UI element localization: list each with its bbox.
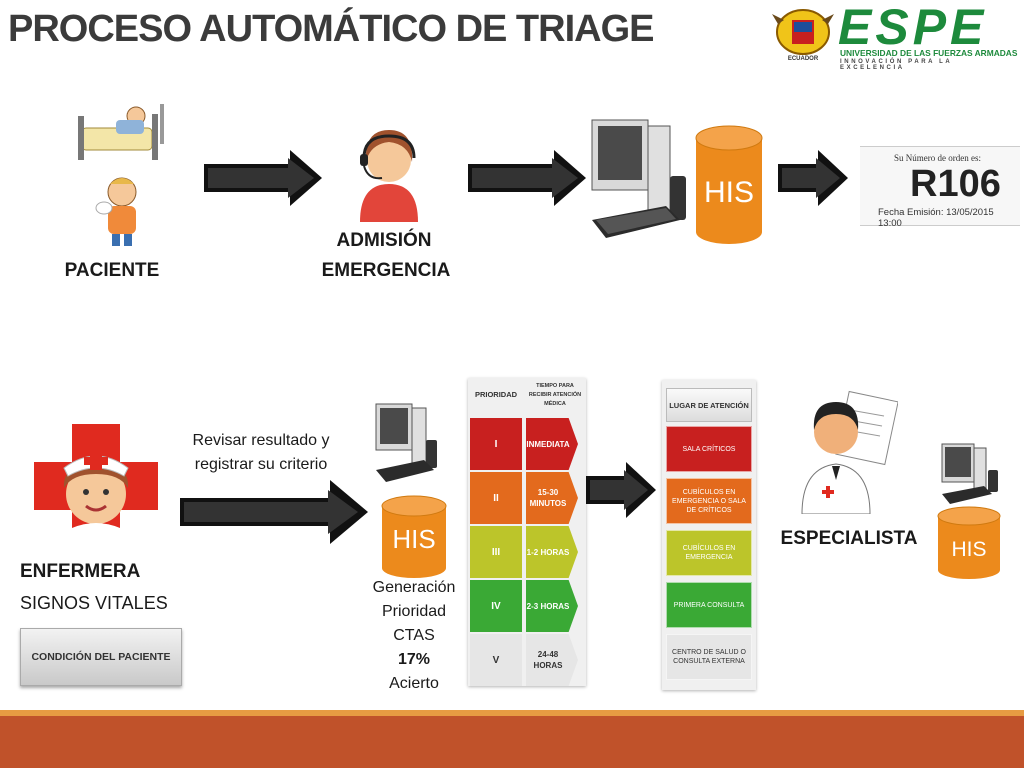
ctas-level-cell: III (470, 526, 522, 578)
condicion-paciente-label: CONDICIÓN DEL PACIENTE (31, 651, 171, 663)
logo-name: ESPE (838, 0, 988, 55)
lugar-cell: CUBÍCULOS EN EMERGENCIA (666, 530, 752, 576)
admision-label-line1: ADMISIÓN (336, 230, 432, 251)
admision-label-line2: EMERGENCIA (321, 260, 451, 281)
lugar-cell: SALA CRÍTICOS (666, 426, 752, 472)
generacion-text-line5: Acierto (389, 675, 439, 692)
ctas-time-cell: 1-2 HORAS (526, 526, 578, 578)
lugar-cell: CUBÍCULOS EN EMERGENCIA O SALA DE CRÍTIC… (666, 478, 752, 524)
his-label: HIS (392, 524, 436, 554)
lugar-atencion-table: LUGAR DE ATENCIÓN SALA CRÍTICOS CUBÍCULOS… (662, 380, 756, 690)
lugar-cell: CENTRO DE SALUD O CONSULTA EXTERNA (666, 634, 752, 680)
ticket-number: R106 (910, 163, 1001, 205)
page-title: PROCESO AUTOMÁTICO DE TRIAGE (8, 8, 654, 50)
ctas-header-time: TIEMPO PARA RECIBIR ATENCIÓN MÉDICA (528, 383, 582, 407)
espe-seal-icon (772, 9, 834, 55)
arrow-right-icon (778, 150, 848, 206)
receptionist-icon (360, 130, 418, 222)
revisar-text-line1: Revisar resultado y (192, 432, 330, 449)
ctas-level-cell: II (470, 472, 522, 524)
ctas-level-cell: V (470, 634, 522, 686)
lugar-cell: PRIMERA CONSULTA (666, 582, 752, 628)
arrow-right-icon (180, 480, 368, 544)
signos-label: SIGNOS VITALES (20, 593, 168, 613)
lugar-header: LUGAR DE ATENCIÓN (666, 388, 752, 422)
espe-logo: ECUADOR ESPE UNIVERSIDAD DE LAS FUERZAS … (770, 0, 1020, 71)
paciente-label: PACIENTE (64, 260, 160, 281)
ctas-header-priority: PRIORIDAD (474, 390, 518, 399)
his-database-icon (695, 125, 763, 244)
ctas-time-cell: INMEDIATA (526, 418, 578, 470)
arrow-right-icon (204, 150, 322, 206)
ctas-level-cell: I (470, 418, 522, 470)
revisar-text-line2: registrar su criterio (194, 456, 328, 473)
sick-patient-icon (95, 177, 137, 246)
logo-subtitle: UNIVERSIDAD DE LAS FUERZAS ARMADAS (840, 48, 1018, 58)
generacion-text-line2: Prioridad (381, 603, 447, 620)
especialista-label: ESPECIALISTA (780, 528, 918, 549)
computer-icon (375, 403, 437, 482)
arrow-right-icon (468, 150, 586, 206)
order-ticket: Su Número de orden es: R106 Fecha Emisió… (860, 146, 1020, 229)
ctas-priority-table: PRIORIDAD TIEMPO PARA RECIBIR ATENCIÓN M… (468, 378, 586, 686)
his-database-icon (937, 506, 1001, 579)
enfermera-label: ENFERMERA (20, 561, 141, 582)
his-label: HIS (703, 176, 754, 209)
nurse-icon (34, 424, 158, 548)
his-label: HIS (951, 538, 987, 561)
his-database-icon (381, 495, 447, 578)
patient-bed-icon (78, 104, 164, 160)
ctas-time-cell: 2-3 HORAS (526, 580, 578, 632)
computer-icon (941, 443, 998, 504)
footer-stripe (0, 710, 1024, 716)
generacion-text-line3: CTAS (393, 627, 435, 644)
ctas-time-cell: 24-48 HORAS (526, 634, 578, 686)
ticket-heading: Su Número de orden es: (894, 153, 981, 163)
computer-icon (591, 119, 686, 238)
ctas-time-cell: 15-30 MINUTOS (526, 472, 578, 524)
ctas-level-cell: IV (470, 580, 522, 632)
seal-caption: ECUADOR (787, 56, 819, 62)
doctor-icon (801, 390, 898, 514)
ticket-date: Fecha Emisión: 13/05/2015 13:00 (878, 207, 994, 229)
generacion-text-line4: 17% (397, 651, 431, 668)
logo-tagline: INNOVACIÓN PARA LA EXCELENCIA (840, 59, 953, 71)
footer-bar (0, 716, 1024, 768)
arrow-right-icon (586, 462, 656, 518)
generacion-text-line1: Generación (372, 579, 456, 596)
condicion-paciente-button[interactable]: CONDICIÓN DEL PACIENTE (20, 628, 182, 686)
